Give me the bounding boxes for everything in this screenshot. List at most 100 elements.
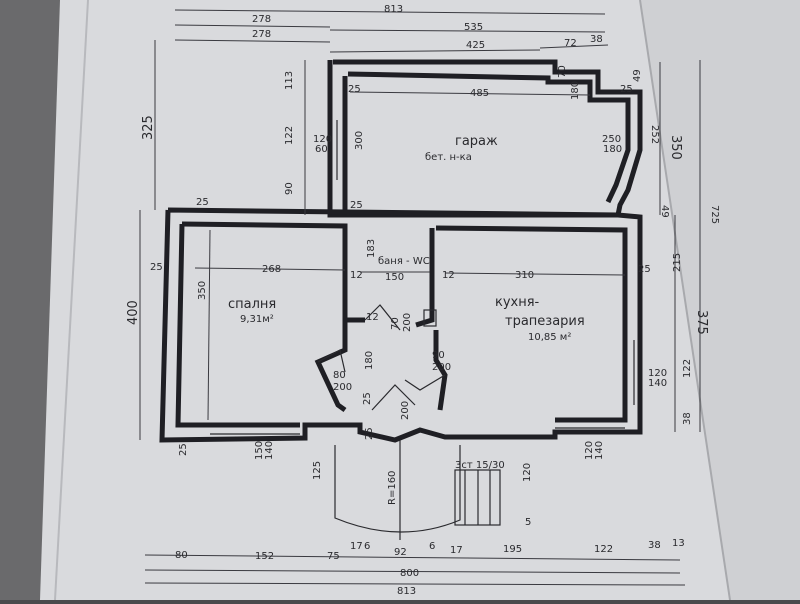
hall-right-wall — [433, 330, 448, 411]
dim-bottom-overall: 813 — [397, 586, 416, 597]
paper-fold — [54, 0, 89, 601]
dim-bottom-7: 17 — [450, 545, 463, 556]
kitchen-area: 10,85 м² — [528, 332, 571, 343]
door-swings — [317, 304, 446, 411]
dim-right-lower: 375 — [694, 310, 709, 335]
garage-inner-walls — [347, 71, 631, 204]
dim-right-seg4: 122 — [682, 359, 693, 378]
dim-p25a: 25 — [150, 262, 163, 273]
dim-left-lower: 400 — [126, 300, 141, 325]
bedroom-area: 9,31м² — [240, 314, 274, 325]
stairs-label: 3ст 15/30 — [455, 460, 505, 471]
dim-x5: 5 — [525, 517, 531, 528]
dim-bath-h: 183 — [366, 239, 377, 258]
dim-top-j: 70 — [557, 65, 568, 78]
dim-d70: 70 — [390, 317, 401, 330]
dim-overall-top: 813 — [384, 4, 403, 15]
kitchen-inner-wall — [435, 225, 628, 423]
walls — [159, 59, 643, 443]
dim-w150: 150 — [254, 441, 265, 460]
garage-floor-label: бет. н-ка — [425, 152, 472, 163]
dim-p25d: 25 — [350, 200, 363, 211]
dim-p12b: 12 — [442, 270, 455, 281]
dim-bottom-4: 6 — [364, 541, 370, 552]
dim-w140b: 140 — [264, 441, 275, 460]
dim-bottom-1: 152 — [255, 551, 274, 562]
dim-right-seg5: 38 — [682, 412, 693, 425]
dim-bottom-10: 38 — [648, 540, 661, 551]
dim-top-e: 72 — [564, 38, 577, 49]
hall-door-swing — [371, 384, 416, 411]
kitchen-door-swing — [404, 374, 446, 391]
dim-p25f: 25 — [362, 392, 373, 405]
dim-bottom-5: 92 — [394, 547, 407, 558]
dim-bottom-sub: 800 — [400, 568, 419, 579]
dim-right-total: 725 — [709, 205, 720, 224]
dim-left-seg3: 90 — [284, 182, 295, 195]
paper-sheet — [40, 0, 800, 600]
dim-w180: 180 — [603, 144, 622, 155]
bedroom-label: спалня — [228, 297, 276, 312]
paper-edge — [639, 0, 731, 601]
dim-top-b: 278 — [252, 29, 271, 40]
dim-right-seg1: 49 — [659, 205, 670, 218]
dim-bed-h: 350 — [197, 281, 208, 300]
dim-bottom-8: 195 — [503, 544, 522, 555]
room-bath: баня - WC — [378, 256, 430, 267]
dim-h125: 125 — [312, 461, 323, 480]
dim-bottom-3: 17 — [350, 541, 363, 552]
dim-right-seg3: 215 — [672, 253, 683, 272]
dim-w120: 120 — [313, 134, 332, 145]
dim-left-seg1: 113 — [284, 71, 295, 90]
dim-top-h: 25 — [348, 84, 361, 95]
entrance-stairs — [454, 469, 501, 526]
dim-top-g: 485 — [470, 88, 489, 99]
room-garage: гараж бет. н-ка — [425, 134, 498, 163]
dim-w60: 60 — [315, 144, 328, 155]
dim-bottom-11: 13 — [672, 538, 685, 549]
dim-top-c: 535 — [464, 22, 483, 33]
dim-d200a: 200 — [402, 313, 413, 332]
dim-h120: 120 — [522, 463, 533, 482]
dim-bottom-9: 122 — [594, 544, 613, 555]
kitchen-label: кухня- — [495, 295, 540, 310]
dim-w140a: 140 — [648, 378, 667, 389]
left-dimensions: 325 400 113 122 90 — [126, 71, 295, 325]
dim-d90: 90 — [432, 350, 445, 361]
dim-bed-w: 268 — [262, 264, 281, 275]
dim-d200d: 200 — [400, 401, 411, 420]
dim-w250: 250 — [602, 134, 621, 145]
dim-w140c: 140 — [594, 441, 605, 460]
dim-right-seg2: 252 — [649, 125, 660, 144]
room-bedroom: спалня 9,31м² — [228, 297, 276, 325]
dim-top-a: 278 — [252, 14, 271, 25]
garage-label: гараж — [455, 134, 498, 149]
paper-sheet-right — [640, 0, 800, 600]
chimney — [423, 309, 437, 327]
windows — [210, 120, 635, 435]
dim-p25g: 25 — [364, 427, 375, 440]
bottom-dimensions: 80 152 75 17 6 92 6 17 195 122 38 13 800… — [175, 538, 685, 597]
bedroom-inner-wall — [175, 223, 300, 428]
house-outer-walls — [159, 207, 643, 443]
dimension-lines — [139, 9, 701, 586]
room-kitchen: кухня- трапезария 10,85 м² — [495, 295, 585, 343]
kitchen-label-2: трапезария — [505, 314, 585, 329]
dim-top-f: 38 — [590, 34, 603, 45]
dim-bath-w: 150 — [385, 272, 404, 283]
right-dimensions: 350 375 725 49 252 215 122 38 — [649, 125, 720, 425]
dim-bottom-2: 75 — [327, 551, 340, 562]
bedroom-top-wall — [181, 221, 365, 323]
dim-d80: 80 — [333, 370, 346, 381]
dim-bottom-0: 80 — [175, 550, 188, 561]
dim-garage-300: 300 — [354, 131, 365, 150]
bath-right-wall — [415, 228, 435, 328]
dim-d180: 180 — [364, 351, 375, 370]
dim-top-i: 25 — [620, 84, 633, 95]
dim-left-seg2: 122 — [284, 126, 295, 145]
entrance-porch — [334, 445, 461, 533]
dim-top-l: 49 — [632, 69, 643, 82]
bedroom-door-swing — [317, 349, 346, 373]
